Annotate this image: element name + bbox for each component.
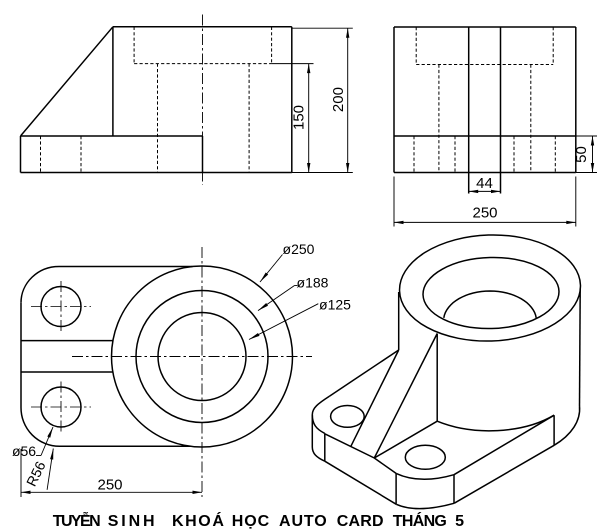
svg-text:50: 50 (573, 146, 590, 163)
svg-text:SINH: SINH (108, 513, 158, 530)
svg-text:HỌC: HỌC (232, 513, 270, 530)
svg-text:TUYỄN: TUYỄN (53, 511, 100, 530)
svg-text:44: 44 (476, 175, 493, 192)
svg-text:THÁNG: THÁNG (393, 511, 447, 530)
svg-text:ø188: ø188 (297, 275, 329, 291)
svg-text:5: 5 (455, 513, 464, 530)
svg-text:250: 250 (472, 205, 497, 222)
svg-text:150: 150 (291, 105, 308, 130)
svg-text:ø56: ø56 (12, 443, 36, 459)
svg-text:KHOÁ: KHOÁ (172, 511, 226, 530)
svg-text:CARD: CARD (337, 513, 384, 530)
svg-text:250: 250 (97, 477, 122, 494)
svg-text:200: 200 (330, 87, 347, 112)
svg-text:ø125: ø125 (319, 297, 351, 313)
svg-text:ø250: ø250 (283, 241, 315, 257)
svg-text:R56: R56 (23, 458, 49, 488)
svg-text:AUTO: AUTO (279, 513, 328, 530)
